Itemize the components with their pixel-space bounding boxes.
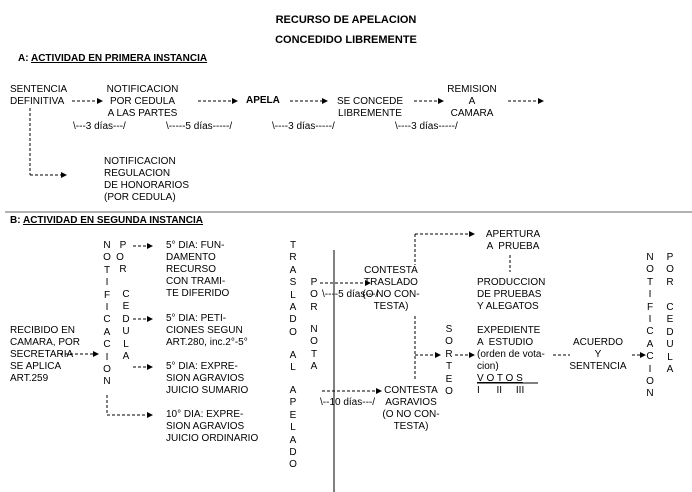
section-b-title: ACTIVIDAD EN SEGUNDA INSTANCIA [22, 215, 203, 226]
label-votos: V O T O S [477, 373, 523, 384]
vert-notificacion: N O T I F I C A C I O N [103, 240, 111, 388]
node-notificacion-regulacion: NOTIFICACION REGULACION DE HONORARIOS (P… [104, 156, 190, 203]
node-contesta-traslado: CONTESTA TRASLADO (O NO CON- TESTA) [362, 265, 420, 312]
node-apertura-a-prueba: APERTURA A PRUEBA [485, 229, 541, 252]
node-produccion-pruebas: PRODUCCION DE PRUEBAS Y ALEGATOS [477, 277, 546, 312]
label-5-dias-b: \----5 días---/ [322, 289, 379, 300]
section-a-heading: A: ACTIVIDAD EN PRIMERA INSTANCIA [18, 53, 207, 65]
vert-o: O [116, 252, 124, 263]
title-line-2: CONCEDIDO LIBREMENTE [275, 34, 417, 46]
section-a-letter: A: [18, 53, 29, 64]
section-b-letter: B: [10, 215, 21, 226]
node-10-dia-expresion-ordinario: 10° DIA: EXPRE- SION AGRAVIOS JUICIO ORD… [166, 409, 259, 444]
node-acuerdo-sentencia: ACUERDO Y SENTENCIA [569, 337, 627, 372]
vert-cedula: C E D U L A [122, 289, 130, 363]
node-apela: APELA [246, 95, 280, 106]
label-3-dias-1: \---3 días---/ [73, 121, 126, 132]
node-recibido-en-camara: RECIBIDO EN CAMARA, POR SECRETARIA SE AP… [10, 325, 81, 384]
vert-p: P [119, 240, 127, 251]
vert-al: A L [289, 350, 297, 374]
node-5-dia-fundamento: 5° DIA: FUN- DAMENTO RECURSO CON TRAMI- … [166, 240, 230, 299]
vert-notificacion-2: N O T I F I C A C I O N [646, 252, 654, 400]
label-votos-numeros: I II III [477, 385, 525, 396]
node-notificacion-cedula: NOTIFICACION POR CEDULA A LAS PARTES [106, 84, 179, 119]
vert-traslado: T R A S L A D O [289, 240, 297, 338]
vert-nota: N O T A [310, 324, 318, 373]
node-remision-a-camara: REMISION A CAMARA [447, 84, 497, 119]
title-line-1: RECURSO DE APELACION [275, 14, 417, 26]
vert-por-2: P O R [666, 252, 674, 288]
section-b-heading: B: ACTIVIDAD EN SEGUNDA INSTANCIA [10, 215, 203, 227]
label-10-dias: \--10 días---/ [320, 397, 376, 408]
vert-cedula-2: C E D U L A [666, 302, 674, 376]
vert-r: R [119, 264, 127, 275]
label-3-dias-3: \----3 días-----/ [395, 121, 458, 132]
node-5-dia-expresion-sumario: 5° DIA: EXPRE- SION AGRAVIOS JUICIO SUMA… [166, 361, 249, 396]
label-5-dias: \-----5 días-----/ [166, 121, 233, 132]
vert-por: P O R [310, 277, 318, 313]
section-a-title: ACTIVIDAD EN PRIMERA INSTANCIA [30, 53, 208, 64]
label-3-dias-2: \----3 días-----/ [272, 121, 335, 132]
vert-apelado: A P E L A D O [289, 385, 297, 471]
node-contesta-agravios: CONTESTA AGRAVIOS (O NO CON- TESTA) [382, 385, 440, 432]
node-sentencia-definitiva: SENTENCIA DEFINITIVA [10, 84, 68, 107]
node-5-dia-peticiones: 5° DIA: PETI- CIONES SEGUN ART.280, inc.… [166, 313, 248, 348]
node-expediente-estudio: EXPEDIENTE A ESTUDIO (orden de vota- cio… [477, 325, 545, 372]
node-se-concede-libremente: SE CONCEDE LIBREMENTE [336, 96, 404, 119]
vert-sorteo: S O R T E O [445, 324, 453, 398]
